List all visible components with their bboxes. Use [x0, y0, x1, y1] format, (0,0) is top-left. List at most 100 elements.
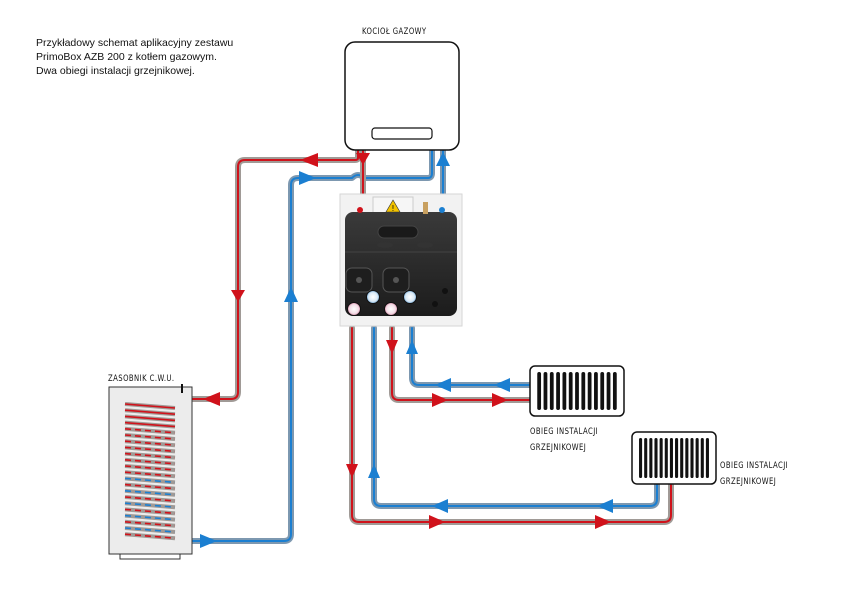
pump-1 [345, 267, 373, 293]
coil-turn-core [124, 527, 176, 533]
svg-text:!: ! [391, 204, 394, 213]
radiator-1-label: OBIEG INSTALACJI GRZEJNIKOWEJ [530, 424, 598, 456]
radiator-fin [669, 438, 673, 478]
radiator-fin [549, 372, 554, 410]
radiator-fin [664, 438, 668, 478]
tank-label: ZASOBNIK C.W.U. [108, 374, 175, 384]
coil-turn-core [124, 446, 176, 453]
caption-line-2: PrimoBox AZB 200 z kotłem gazowym. [36, 51, 217, 63]
arrow-tank-supply-left [300, 153, 318, 167]
pipe-tank-return [182, 147, 435, 544]
radiator-fin [690, 438, 694, 478]
radiator-fin [649, 438, 653, 478]
radiator-1 [529, 365, 625, 417]
pipe-circuit1-return [409, 325, 533, 388]
radiator-fin [556, 372, 560, 410]
radiator-fin [705, 438, 709, 478]
coil-turn-core [124, 434, 176, 440]
boiler-label: KOCIOŁ GAZOWY [362, 27, 427, 37]
gauge-pink-1 [347, 302, 361, 316]
coil-turn-core [124, 403, 176, 409]
radiator-fin [600, 372, 605, 410]
arrow-c2-return-left-1 [432, 499, 448, 513]
radiator-fin [594, 372, 598, 410]
pipe-circuit1-supply [389, 325, 533, 403]
caption-line-1: Przykładowy schemat aplikacyjny zestawu [36, 37, 234, 49]
radiator-fin [695, 438, 699, 478]
arrow-c2-supply-right-2 [595, 515, 611, 529]
radiator-2-label: OBIEG INSTALACJI GRZEJNIKOWEJ [720, 458, 788, 490]
radiator-fin [606, 372, 611, 410]
valve-blue [439, 207, 445, 213]
radiator-fin [537, 372, 542, 410]
radiator-fin [543, 372, 548, 410]
radiator-fin [639, 438, 643, 478]
arrow-c2-supply-right-1 [429, 515, 445, 529]
radiator-fin [568, 372, 573, 410]
dhw-tank [108, 384, 193, 560]
heat-exchanger-coil [124, 402, 176, 541]
boiler-display [371, 127, 433, 140]
coil-turn-core [124, 421, 176, 428]
radiator-fin [575, 372, 579, 410]
radiator-2-label-line1: OBIEG INSTALACJI [720, 461, 789, 471]
pipe-tank-supply [125, 147, 361, 406]
coil-turn-core [124, 496, 176, 502]
coil-turn-core [124, 514, 176, 521]
arrow-c1-supply-right-2 [492, 393, 508, 407]
arrow-tank-return-up [284, 287, 298, 302]
arrow-c1-return-left-1 [435, 378, 451, 392]
arrow-c1-return-left-2 [494, 378, 510, 392]
coil-turn-core [124, 428, 176, 434]
coil-turn-core [124, 452, 176, 459]
arrow-c2-return-left-2 [597, 499, 613, 513]
arrow-tank-supply-down [231, 290, 245, 302]
gas-boiler [344, 41, 460, 151]
radiator-fin [680, 438, 684, 478]
radiator-fin [675, 438, 679, 478]
arrow-c2-return-up [368, 464, 380, 478]
caption-line-3: Dwa obiegi instalacji grzejnikowej. [36, 65, 195, 77]
coil-turn-core [124, 471, 176, 477]
coil-turn-core [124, 477, 176, 484]
arrow-c1-supply-down [386, 340, 398, 354]
coil-turn-core [124, 483, 176, 490]
gauge-blue-1 [366, 290, 380, 304]
pump-2 [382, 267, 410, 293]
coil-turn-core [124, 490, 176, 496]
arrow-tank-return-right-top [299, 171, 316, 185]
arrow-boiler-return-up [436, 152, 450, 166]
arrow-boiler-supply-down [356, 153, 370, 165]
coil-turn-core [124, 415, 176, 422]
coil-turn-core [124, 440, 176, 446]
radiator-fin [700, 438, 704, 478]
arrow-c1-supply-right-1 [432, 393, 448, 407]
radiator-1-label-line1: OBIEG INSTALACJI [530, 427, 599, 437]
valve-red [357, 207, 363, 213]
coil-turn-core [124, 459, 176, 465]
radiator-2 [631, 431, 717, 485]
coil-turn-core [124, 502, 176, 508]
radiator-fin [562, 372, 567, 410]
coil-turn-core [124, 521, 176, 527]
diagram-caption: Przykładowy schemat aplikacyjny zestawu … [36, 36, 233, 78]
arrow-tank-supply-left-2 [203, 392, 220, 406]
coil-turn-core [124, 508, 176, 515]
radiator-1-label-line2: GRZEJNIKOWEJ [530, 443, 587, 453]
flow-arrows [200, 152, 613, 548]
coil-turn-core [124, 465, 176, 471]
primobox-module: ! [339, 193, 463, 327]
radiator-fin [685, 438, 689, 478]
pipe-circuit2-return [371, 325, 660, 509]
pipe-circuit2-supply [349, 325, 674, 525]
radiator-fin [587, 372, 592, 410]
gauge-pink-2 [384, 302, 398, 316]
radiator-fin [659, 438, 663, 478]
radiator-2-label-line2: GRZEJNIKOWEJ [720, 477, 777, 487]
coil-turn-core [124, 533, 176, 539]
arrow-c1-return-up [406, 340, 418, 354]
coil-turn-core [124, 409, 176, 415]
radiator-fin [612, 372, 617, 410]
arrow-c2-supply-down [346, 464, 358, 478]
